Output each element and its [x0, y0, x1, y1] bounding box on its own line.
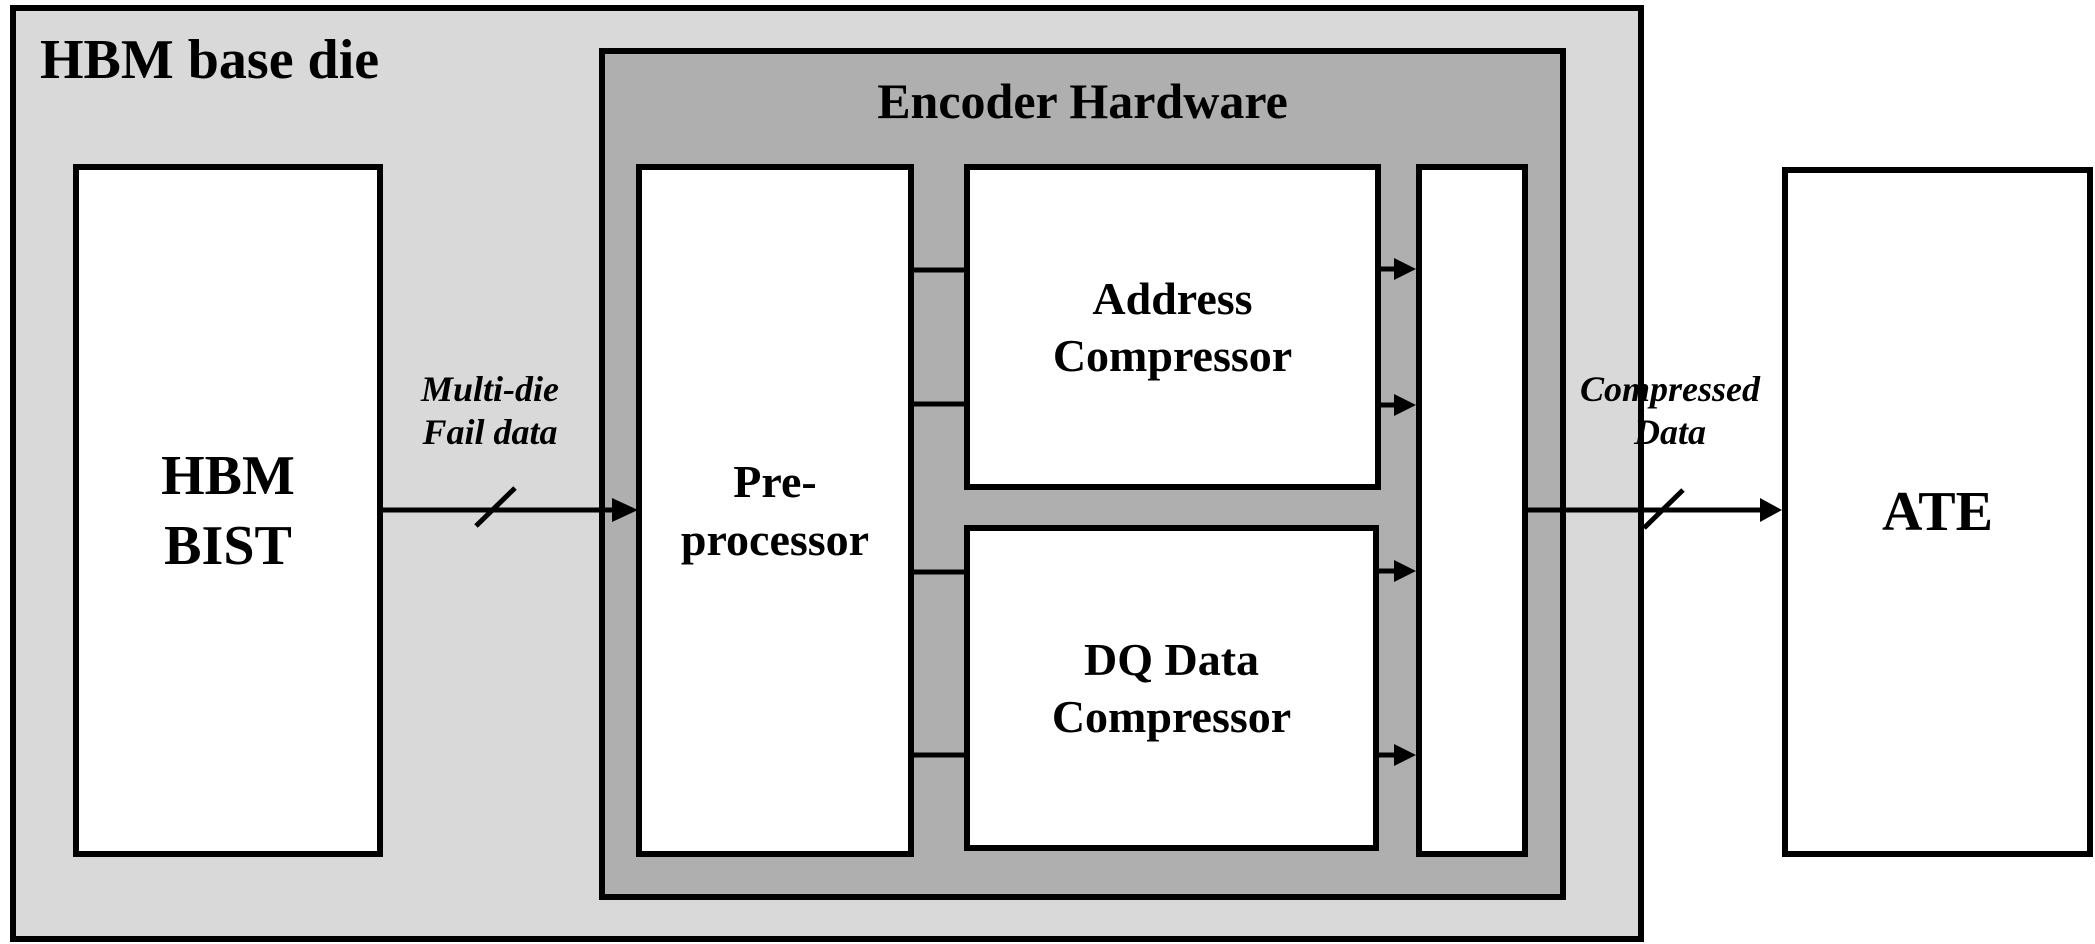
- dq-data-compressor-block: DQ Data Compressor: [964, 525, 1379, 851]
- preprocessor-label-line2: processor: [680, 513, 870, 565]
- address-compressor-block: Address Compressor: [964, 164, 1381, 490]
- preprocessor-label-line1: Pre-: [733, 456, 817, 507]
- compressed-data-label-line1: Compressed: [1580, 369, 1760, 409]
- fail-data-edge-label: Multi-die Fail data: [385, 368, 595, 454]
- hbm-base-die-title: HBM base die: [40, 29, 380, 91]
- dq-compressor-label-line1: DQ Data: [1083, 633, 1260, 685]
- compressed-data-label-line2: Data: [1634, 412, 1706, 453]
- fail-data-label-line2: Fail data: [422, 412, 558, 453]
- ate-block: ATE: [1782, 167, 2093, 857]
- ate-label: ATE: [1882, 481, 1993, 543]
- hbm-bist-label-line2: BIST: [164, 514, 292, 577]
- compressed-data-bus-slash: [1642, 488, 1685, 530]
- preprocessor-block: Pre- processor: [636, 164, 914, 857]
- encoder-hardware-title: Encoder Hardware: [877, 73, 1288, 129]
- fail-data-label-line1: Multi-die: [420, 369, 559, 409]
- hbm-bist-label-line1: HBM: [161, 444, 295, 507]
- address-compressor-label-line1: Address: [1092, 272, 1253, 324]
- dq-compressor-label-line2: Compressor: [1051, 691, 1292, 742]
- compressed-data-edge-label: Compressed Data: [1560, 368, 1780, 454]
- output-merger-block: [1416, 164, 1528, 857]
- address-compressor-label-line2: Compressor: [1052, 330, 1293, 381]
- hbm-bist-block: HBM BIST: [73, 164, 383, 857]
